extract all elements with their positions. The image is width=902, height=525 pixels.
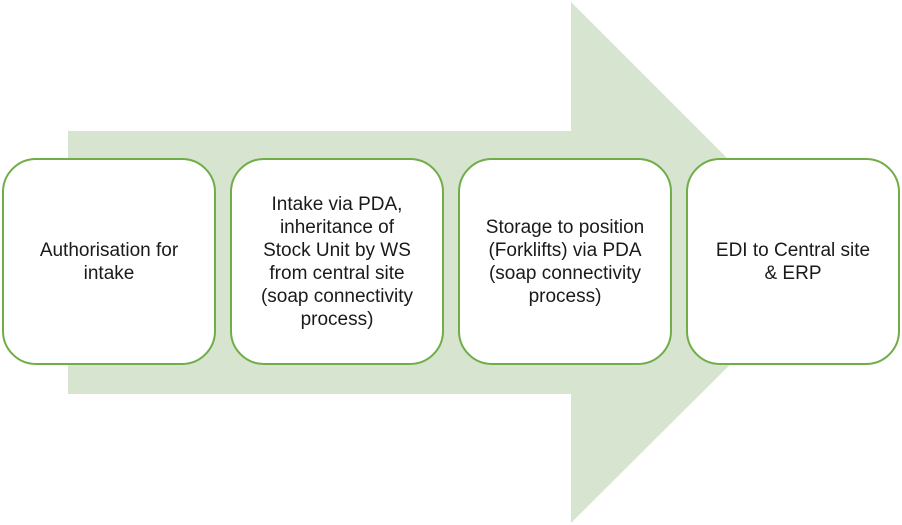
step-box-edi: EDI to Central site & ERP: [686, 158, 900, 365]
step-label: Authorisation for intake: [39, 239, 179, 284]
step-label: Storage to position (Forklifts) via PDA …: [485, 216, 645, 307]
step-label: EDI to Central site & ERP: [715, 239, 871, 284]
step-label: Intake via PDA, inheritance of Stock Uni…: [260, 193, 414, 330]
step-box-authorisation: Authorisation for intake: [2, 158, 216, 365]
step-box-intake: Intake via PDA, inheritance of Stock Uni…: [230, 158, 444, 365]
step-box-storage: Storage to position (Forklifts) via PDA …: [458, 158, 672, 365]
process-arrow-shape: [68, 2, 832, 523]
